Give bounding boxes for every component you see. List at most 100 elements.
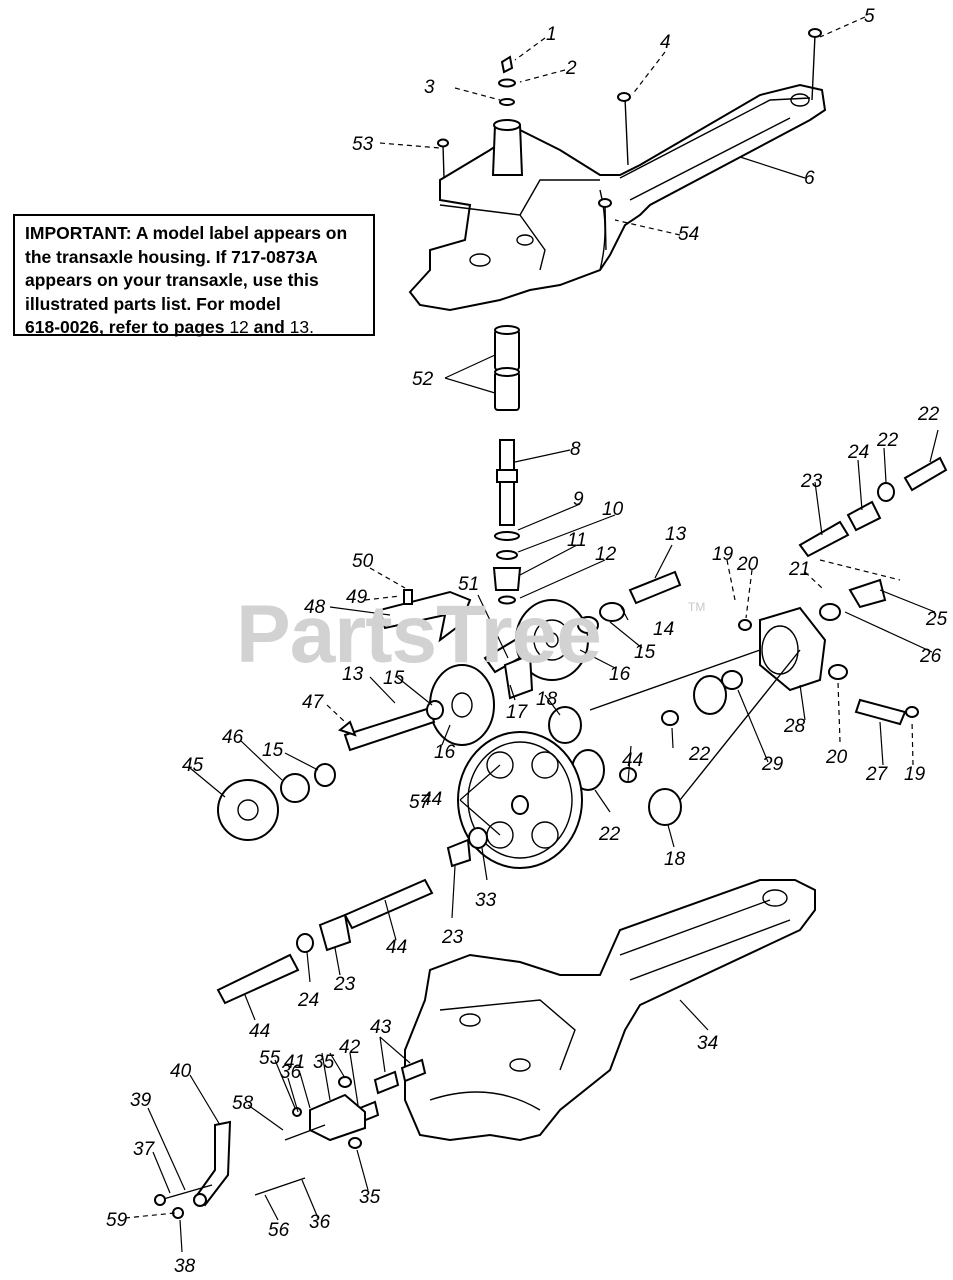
- notice-line-2: the transaxle housing. If 717-0873A: [25, 246, 318, 267]
- callout-label[interactable]: 19: [904, 764, 926, 785]
- shift-linkage: [154, 1058, 427, 1219]
- notice-line-4: illustrated parts list. For model: [25, 293, 281, 314]
- watermark-trademark: TM: [688, 600, 706, 614]
- callout-label[interactable]: 23: [333, 974, 356, 995]
- callout-label[interactable]: 49: [346, 587, 368, 608]
- callout-label[interactable]: 33: [475, 890, 497, 911]
- callout-label[interactable]: 50: [352, 551, 374, 572]
- callout-label[interactable]: 14: [653, 619, 674, 640]
- callout-label[interactable]: 1: [546, 24, 557, 45]
- callout-label[interactable]: 24: [297, 990, 319, 1011]
- callout-label[interactable]: 54: [678, 224, 699, 245]
- notice-page-b: 13.: [289, 317, 314, 337]
- callout-label[interactable]: 6: [804, 168, 815, 189]
- callout-label[interactable]: 8: [570, 439, 581, 460]
- callout-label[interactable]: 43: [370, 1017, 392, 1038]
- callout-label[interactable]: 13: [342, 664, 364, 685]
- callout-label[interactable]: 15: [383, 668, 405, 689]
- callout-label[interactable]: 18: [664, 849, 686, 870]
- callout-label[interactable]: 21: [788, 559, 810, 580]
- callout-label[interactable]: 40: [170, 1061, 192, 1082]
- callout-label[interactable]: 41: [284, 1052, 305, 1073]
- bevel-gear-upper: [503, 570, 682, 700]
- callout-label[interactable]: 20: [825, 747, 848, 768]
- watermark: PartsTree: [236, 589, 602, 680]
- callout-label[interactable]: 23: [441, 927, 464, 948]
- differential-carrier: [589, 606, 919, 801]
- callout-label[interactable]: 2: [565, 58, 577, 79]
- callout-label[interactable]: 23: [800, 471, 823, 492]
- callout-label[interactable]: 59: [106, 1210, 128, 1231]
- notice-and: and: [253, 317, 285, 337]
- callout-label[interactable]: 10: [602, 499, 624, 520]
- callout-label[interactable]: 11: [567, 530, 587, 551]
- callout-label[interactable]: 35: [313, 1052, 335, 1073]
- callout-label[interactable]: 44: [622, 750, 643, 771]
- shift-fork: [378, 589, 527, 674]
- callout-label[interactable]: 15: [262, 740, 284, 761]
- callout-label[interactable]: 17: [506, 702, 529, 723]
- callout-label[interactable]: 47: [302, 692, 325, 713]
- callout-label[interactable]: 12: [595, 544, 617, 565]
- callout-label[interactable]: 9: [573, 489, 584, 510]
- important-notice: IMPORTANT: A model label appears on the …: [13, 214, 375, 337]
- model-number-link[interactable]: 618-0026,: [25, 317, 104, 337]
- notice-line-5: 618-0026, refer to pages 12 and 13.: [25, 316, 365, 340]
- lower-shafts: [216, 878, 434, 1005]
- callout-label[interactable]: 28: [783, 716, 806, 737]
- callout-label[interactable]: 22: [688, 744, 711, 765]
- drive-gear-16: [217, 664, 682, 841]
- callout-label[interactable]: 48: [304, 597, 326, 618]
- callout-label[interactable]: 19: [712, 544, 734, 565]
- notice-line-3: appears on your transaxle, use this: [25, 270, 319, 290]
- callout-label[interactable]: 26: [919, 646, 942, 667]
- callout-label[interactable]: 44: [249, 1021, 270, 1042]
- callout-label[interactable]: 36: [280, 1062, 302, 1083]
- callout-label[interactable]: 34: [697, 1033, 718, 1054]
- lower-housing: [404, 879, 816, 1142]
- callout-label[interactable]: 39: [130, 1090, 152, 1111]
- callout-label[interactable]: 4: [660, 32, 671, 53]
- callout-label[interactable]: 44: [421, 789, 442, 810]
- callout-label[interactable]: 13: [665, 524, 687, 545]
- callout-label[interactable]: 36: [309, 1212, 331, 1233]
- callout-label[interactable]: 20: [736, 554, 759, 575]
- notice-line-1: IMPORTANT: A model label appears on: [25, 223, 348, 243]
- callout-label[interactable]: 55: [259, 1048, 281, 1069]
- callout-label[interactable]: 18: [536, 689, 558, 710]
- housing-bolts: [437, 28, 822, 251]
- callout-label[interactable]: 24: [847, 442, 869, 463]
- callout-label[interactable]: 22: [917, 404, 940, 425]
- callout-label[interactable]: 3: [424, 77, 435, 98]
- callout-label[interactable]: 44: [386, 937, 407, 958]
- notice-page-a: 12: [229, 317, 249, 337]
- callout-label[interactable]: 58: [232, 1093, 254, 1114]
- callout-label[interactable]: 22: [876, 430, 899, 451]
- callout-label[interactable]: 15: [634, 642, 656, 663]
- callout-label[interactable]: 16: [609, 664, 631, 685]
- large-gear-57: [446, 731, 583, 869]
- callout-label[interactable]: 5: [864, 6, 875, 27]
- callout-label[interactable]: 25: [925, 609, 948, 630]
- callout-label[interactable]: 38: [174, 1256, 196, 1277]
- callout-label[interactable]: 52: [412, 369, 434, 390]
- callout-label[interactable]: 29: [761, 754, 784, 775]
- callout-label[interactable]: 37: [133, 1139, 156, 1160]
- input-shaft-stack: [492, 325, 522, 605]
- callout-label[interactable]: 56: [268, 1220, 290, 1241]
- callout-label[interactable]: 22: [598, 824, 621, 845]
- upper-housing: [408, 83, 827, 312]
- callout-label[interactable]: 16: [434, 742, 456, 763]
- callout-label[interactable]: 27: [865, 764, 889, 785]
- callout-label[interactable]: 57: [409, 792, 432, 813]
- callout-label[interactable]: 51: [458, 574, 479, 595]
- callout-label[interactable]: 42: [339, 1037, 361, 1058]
- right-axle-parts: [798, 456, 948, 621]
- callout-label[interactable]: 35: [359, 1187, 381, 1208]
- callout-label[interactable]: 46: [222, 727, 244, 748]
- callout-label[interactable]: 53: [352, 134, 374, 155]
- callout-label[interactable]: 45: [182, 755, 204, 776]
